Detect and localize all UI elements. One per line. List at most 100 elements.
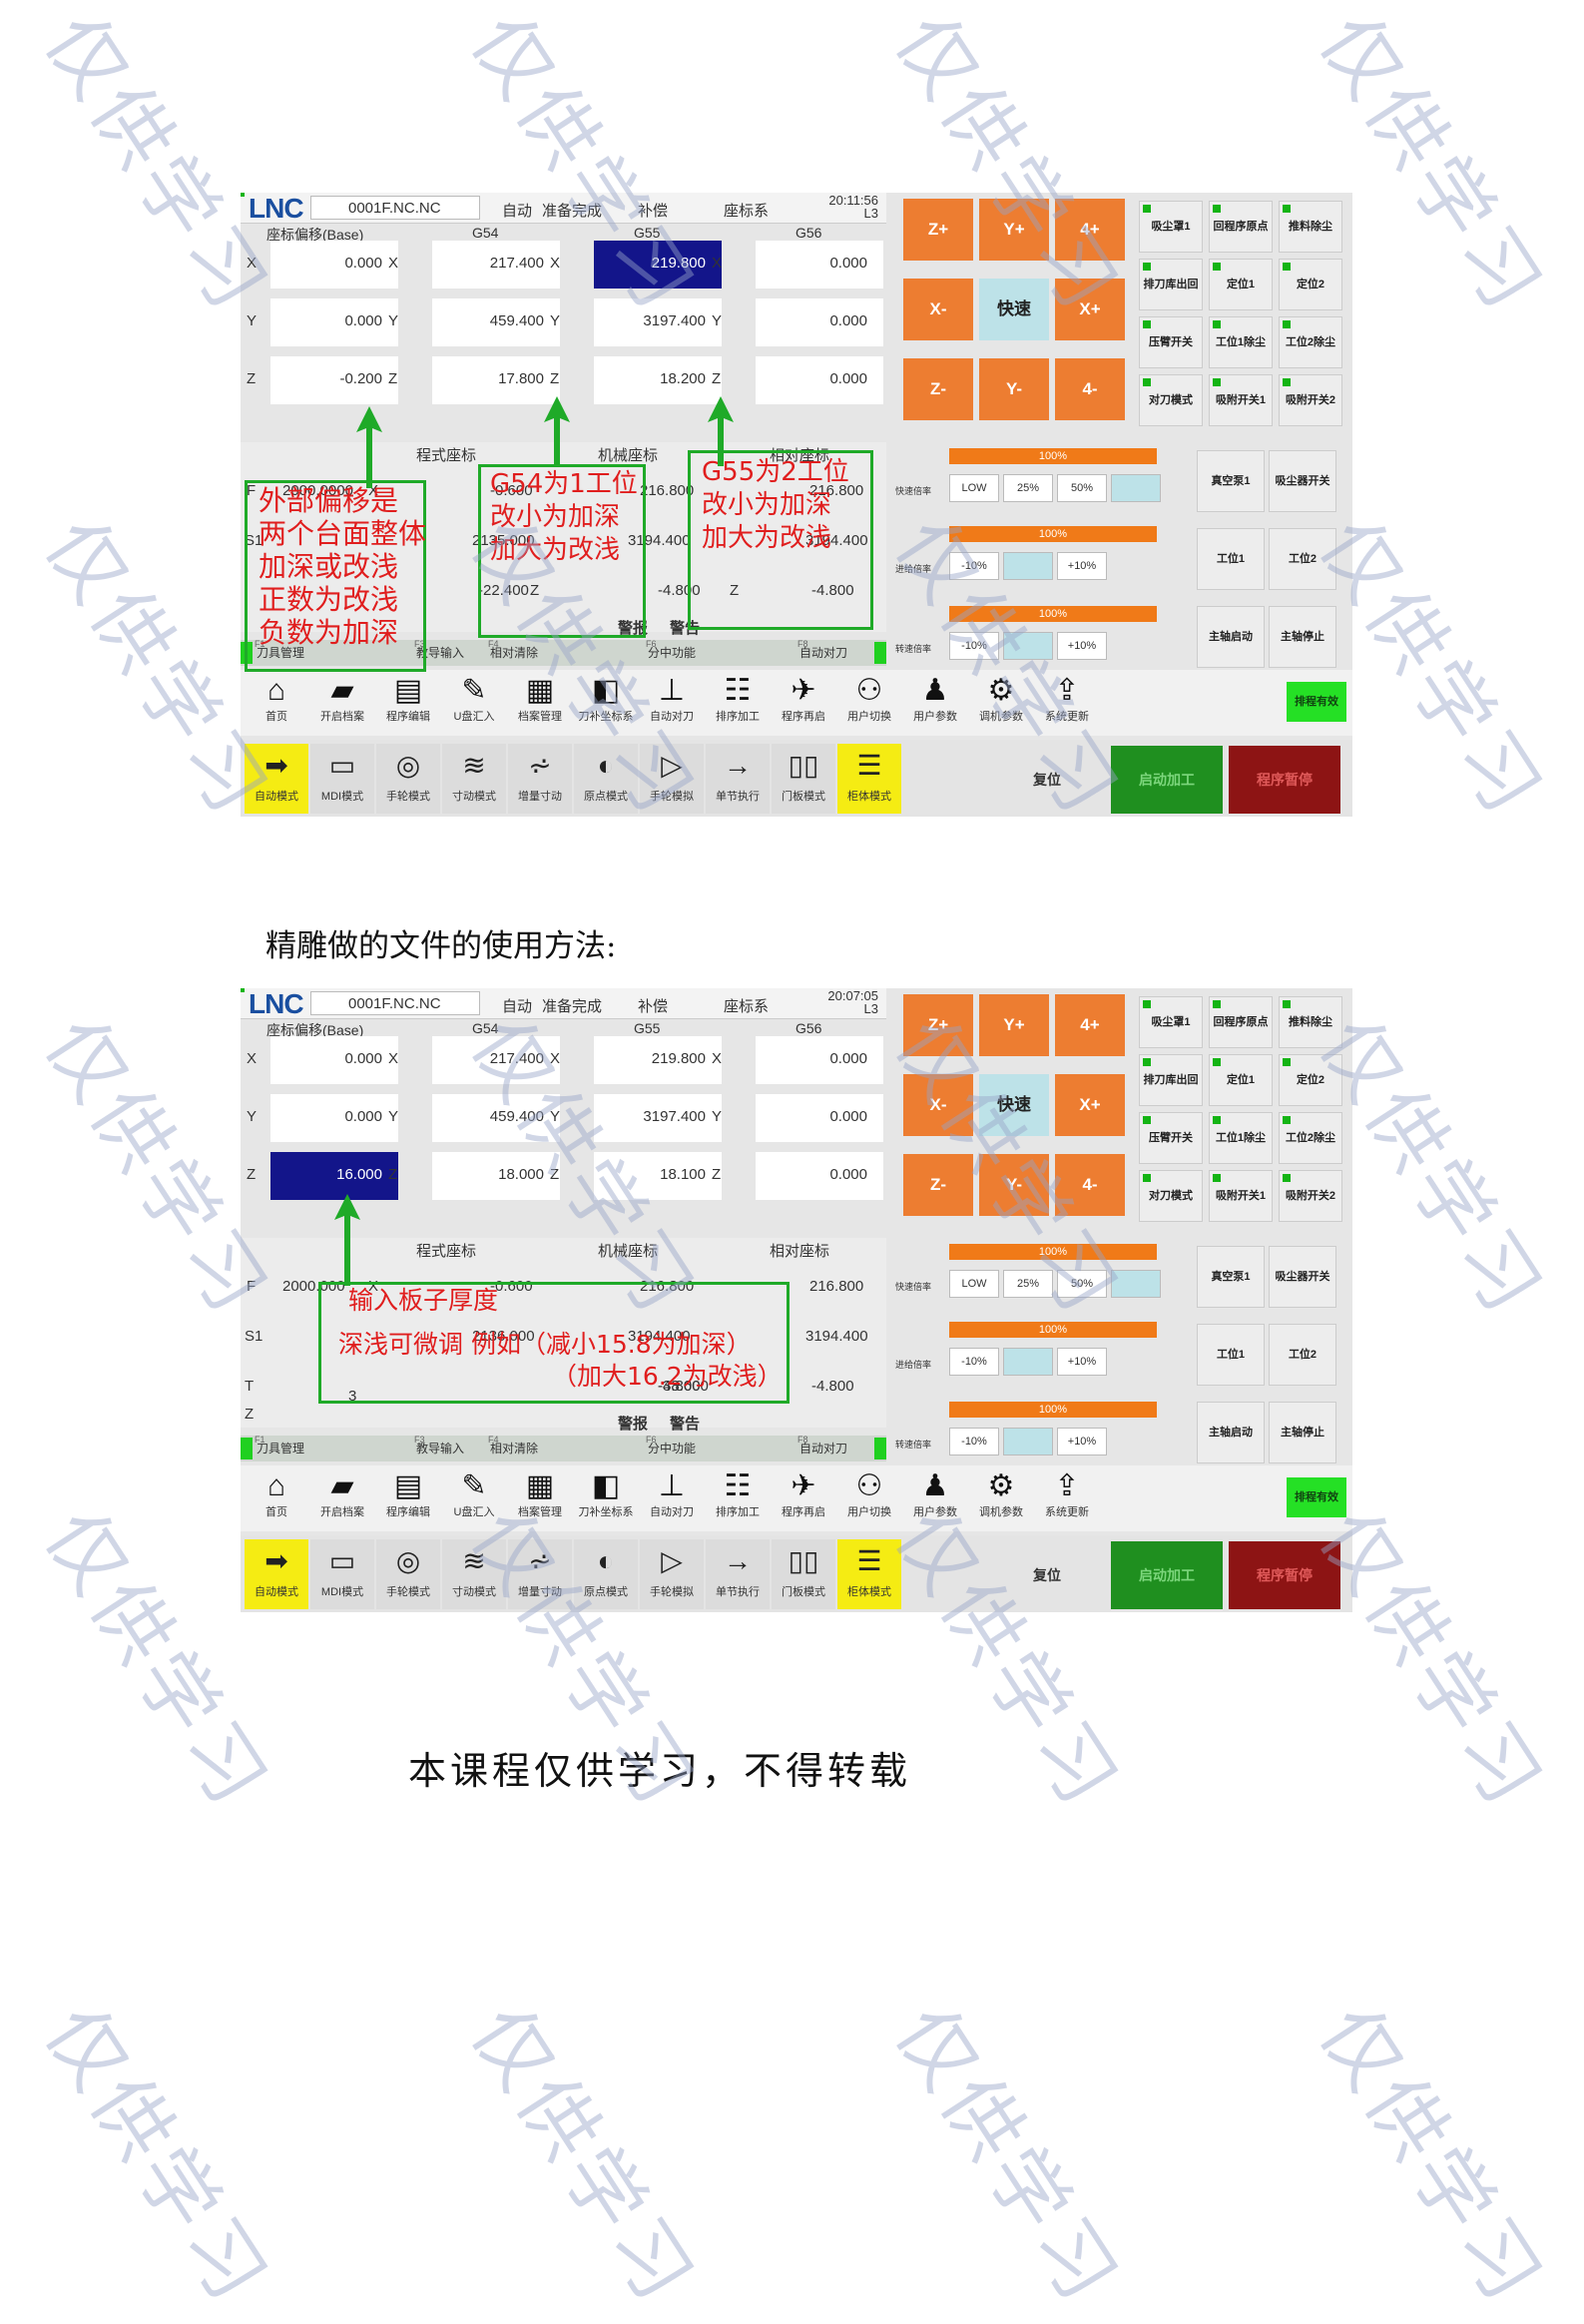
spindle-function-button[interactable]: 吸尘器开关 — [1269, 1246, 1336, 1308]
mode-button[interactable]: ⩫增量寸动 — [508, 744, 572, 814]
mode-button[interactable]: →单节执行 — [706, 744, 770, 814]
offset-cell[interactable] — [756, 1036, 883, 1084]
toolbar-button[interactable]: ⚙调机参数 — [969, 1469, 1033, 1529]
mode-button[interactable]: ➡自动模式 — [245, 1539, 308, 1609]
offset-cell[interactable] — [432, 1094, 560, 1142]
machine-function-button[interactable]: 回程序原点 — [1209, 996, 1273, 1048]
spindle-function-button[interactable]: 真空泵1 — [1197, 450, 1265, 512]
offset-cell[interactable] — [270, 241, 398, 289]
offset-cell[interactable] — [270, 1094, 398, 1142]
mode-button[interactable]: ≋寸动模式 — [442, 744, 506, 814]
offset-cell[interactable] — [432, 1036, 560, 1084]
spindle-function-button[interactable]: 工位1 — [1197, 1324, 1265, 1386]
offset-cell[interactable] — [756, 298, 883, 346]
jog-key[interactable]: X+ — [1055, 279, 1125, 340]
offset-cell[interactable] — [270, 1036, 398, 1084]
jog-key[interactable]: X- — [903, 279, 973, 340]
override-bar[interactable]: 100% — [949, 1402, 1157, 1418]
spindle-function-button[interactable]: 主轴停止 — [1269, 606, 1336, 668]
schedule-valid-button[interactable]: 排程有效 — [1287, 682, 1346, 722]
spindle-function-button[interactable]: 主轴启动 — [1197, 606, 1265, 668]
mode-button[interactable]: ◐原点模式 — [574, 1539, 638, 1609]
jog-key[interactable]: Y- — [979, 1154, 1049, 1216]
jog-key[interactable]: Z+ — [903, 199, 973, 261]
reset-button[interactable]: 复位 — [991, 1541, 1103, 1609]
toolbar-button[interactable]: ♟用户参数 — [903, 1469, 967, 1529]
toolbar-button[interactable]: ⌂首页 — [245, 1469, 308, 1529]
toolbar-button[interactable]: ✈程序再启 — [772, 674, 835, 734]
machine-function-button[interactable]: 排刀库出回 — [1139, 1054, 1203, 1106]
machine-function-button[interactable]: 吸附开关2 — [1279, 1170, 1342, 1222]
spindle-function-button[interactable]: 真空泵1 — [1197, 1246, 1265, 1308]
spindle-function-button[interactable]: 工位1 — [1197, 528, 1265, 590]
override-bar[interactable]: 100% — [949, 448, 1157, 464]
toolbar-button[interactable]: ⊥自动对刀 — [640, 674, 704, 734]
jog-key[interactable]: Y+ — [979, 994, 1049, 1056]
override-step-button[interactable]: 25% — [1003, 1270, 1053, 1298]
jog-key[interactable]: 4+ — [1055, 994, 1125, 1056]
jog-key[interactable]: Z- — [903, 358, 973, 420]
override-step-button[interactable] — [1111, 474, 1161, 502]
toolbar-button[interactable]: ⚇用户切换 — [837, 674, 901, 734]
machine-function-button[interactable]: 吸尘罩1 — [1139, 996, 1203, 1048]
jog-key[interactable]: X+ — [1055, 1074, 1125, 1136]
offset-cell[interactable] — [756, 1094, 883, 1142]
reset-button[interactable]: 复位 — [991, 746, 1103, 814]
mode-button[interactable]: →单节执行 — [706, 1539, 770, 1609]
toolbar-button[interactable]: ⚇用户切换 — [837, 1469, 901, 1529]
jog-key[interactable]: Y+ — [979, 199, 1049, 261]
machine-function-button[interactable]: 排刀库出回 — [1139, 259, 1203, 310]
override-step-button[interactable]: 50% — [1057, 1270, 1107, 1298]
mode-button[interactable]: ☰柜体模式 — [837, 744, 901, 814]
override-step-button[interactable] — [1003, 632, 1053, 660]
machine-function-button[interactable]: 定位1 — [1209, 259, 1273, 310]
spindle-function-button[interactable]: 吸尘器开关 — [1269, 450, 1336, 512]
offset-cell[interactable] — [756, 1152, 883, 1200]
jog-key[interactable]: 快速 — [979, 279, 1049, 340]
mode-button[interactable]: ▯▯门板模式 — [772, 744, 835, 814]
stop-button[interactable]: 程序暂停 — [1229, 746, 1340, 814]
mode-button[interactable]: ◐原点模式 — [574, 744, 638, 814]
offset-cell[interactable] — [594, 356, 722, 404]
spindle-function-button[interactable]: 工位2 — [1269, 1324, 1336, 1386]
toolbar-button[interactable]: ◧刀补坐标系 — [574, 1469, 638, 1529]
toolbar-button[interactable]: ⌂首页 — [245, 674, 308, 734]
toolbar-button[interactable]: ⇪系统更新 — [1035, 1469, 1099, 1529]
override-step-button[interactable]: +10% — [1057, 552, 1107, 580]
override-bar[interactable]: 100% — [949, 1322, 1157, 1338]
override-step-button[interactable]: -10% — [949, 1428, 999, 1455]
spindle-function-button[interactable]: 主轴启动 — [1197, 1402, 1265, 1463]
mode-button[interactable]: ▭MDI模式 — [310, 1539, 374, 1609]
toolbar-button[interactable]: ⊥自动对刀 — [640, 1469, 704, 1529]
override-step-button[interactable] — [1111, 1270, 1161, 1298]
override-step-button[interactable]: +10% — [1057, 1428, 1107, 1455]
toolbar-button[interactable]: ▦档案管理 — [508, 1469, 572, 1529]
override-step-button[interactable]: LOW — [949, 1270, 999, 1298]
toolbar-button[interactable]: ▰开启档案 — [310, 1469, 374, 1529]
offset-cell[interactable] — [432, 1152, 560, 1200]
jog-key[interactable]: X- — [903, 1074, 973, 1136]
jog-key[interactable]: Z+ — [903, 994, 973, 1056]
jog-key[interactable]: Z- — [903, 1154, 973, 1216]
toolbar-button[interactable]: ☷排序加工 — [706, 1469, 770, 1529]
mode-button[interactable]: ▷手轮模拟 — [640, 744, 704, 814]
jog-key[interactable]: 4+ — [1055, 199, 1125, 261]
offset-cell[interactable] — [594, 241, 722, 289]
offset-cell[interactable] — [432, 356, 560, 404]
jog-key[interactable]: Y- — [979, 358, 1049, 420]
toolbar-button[interactable]: ▤程序编辑 — [376, 1469, 440, 1529]
override-step-button[interactable]: -10% — [949, 552, 999, 580]
spindle-function-button[interactable]: 工位2 — [1269, 528, 1336, 590]
machine-function-button[interactable]: 吸附开关1 — [1209, 374, 1273, 426]
offset-cell[interactable] — [594, 1152, 722, 1200]
offset-cell[interactable] — [270, 1152, 398, 1200]
override-step-button[interactable]: 50% — [1057, 474, 1107, 502]
toolbar-button[interactable]: ⚙调机参数 — [969, 674, 1033, 734]
override-bar[interactable]: 100% — [949, 526, 1157, 542]
